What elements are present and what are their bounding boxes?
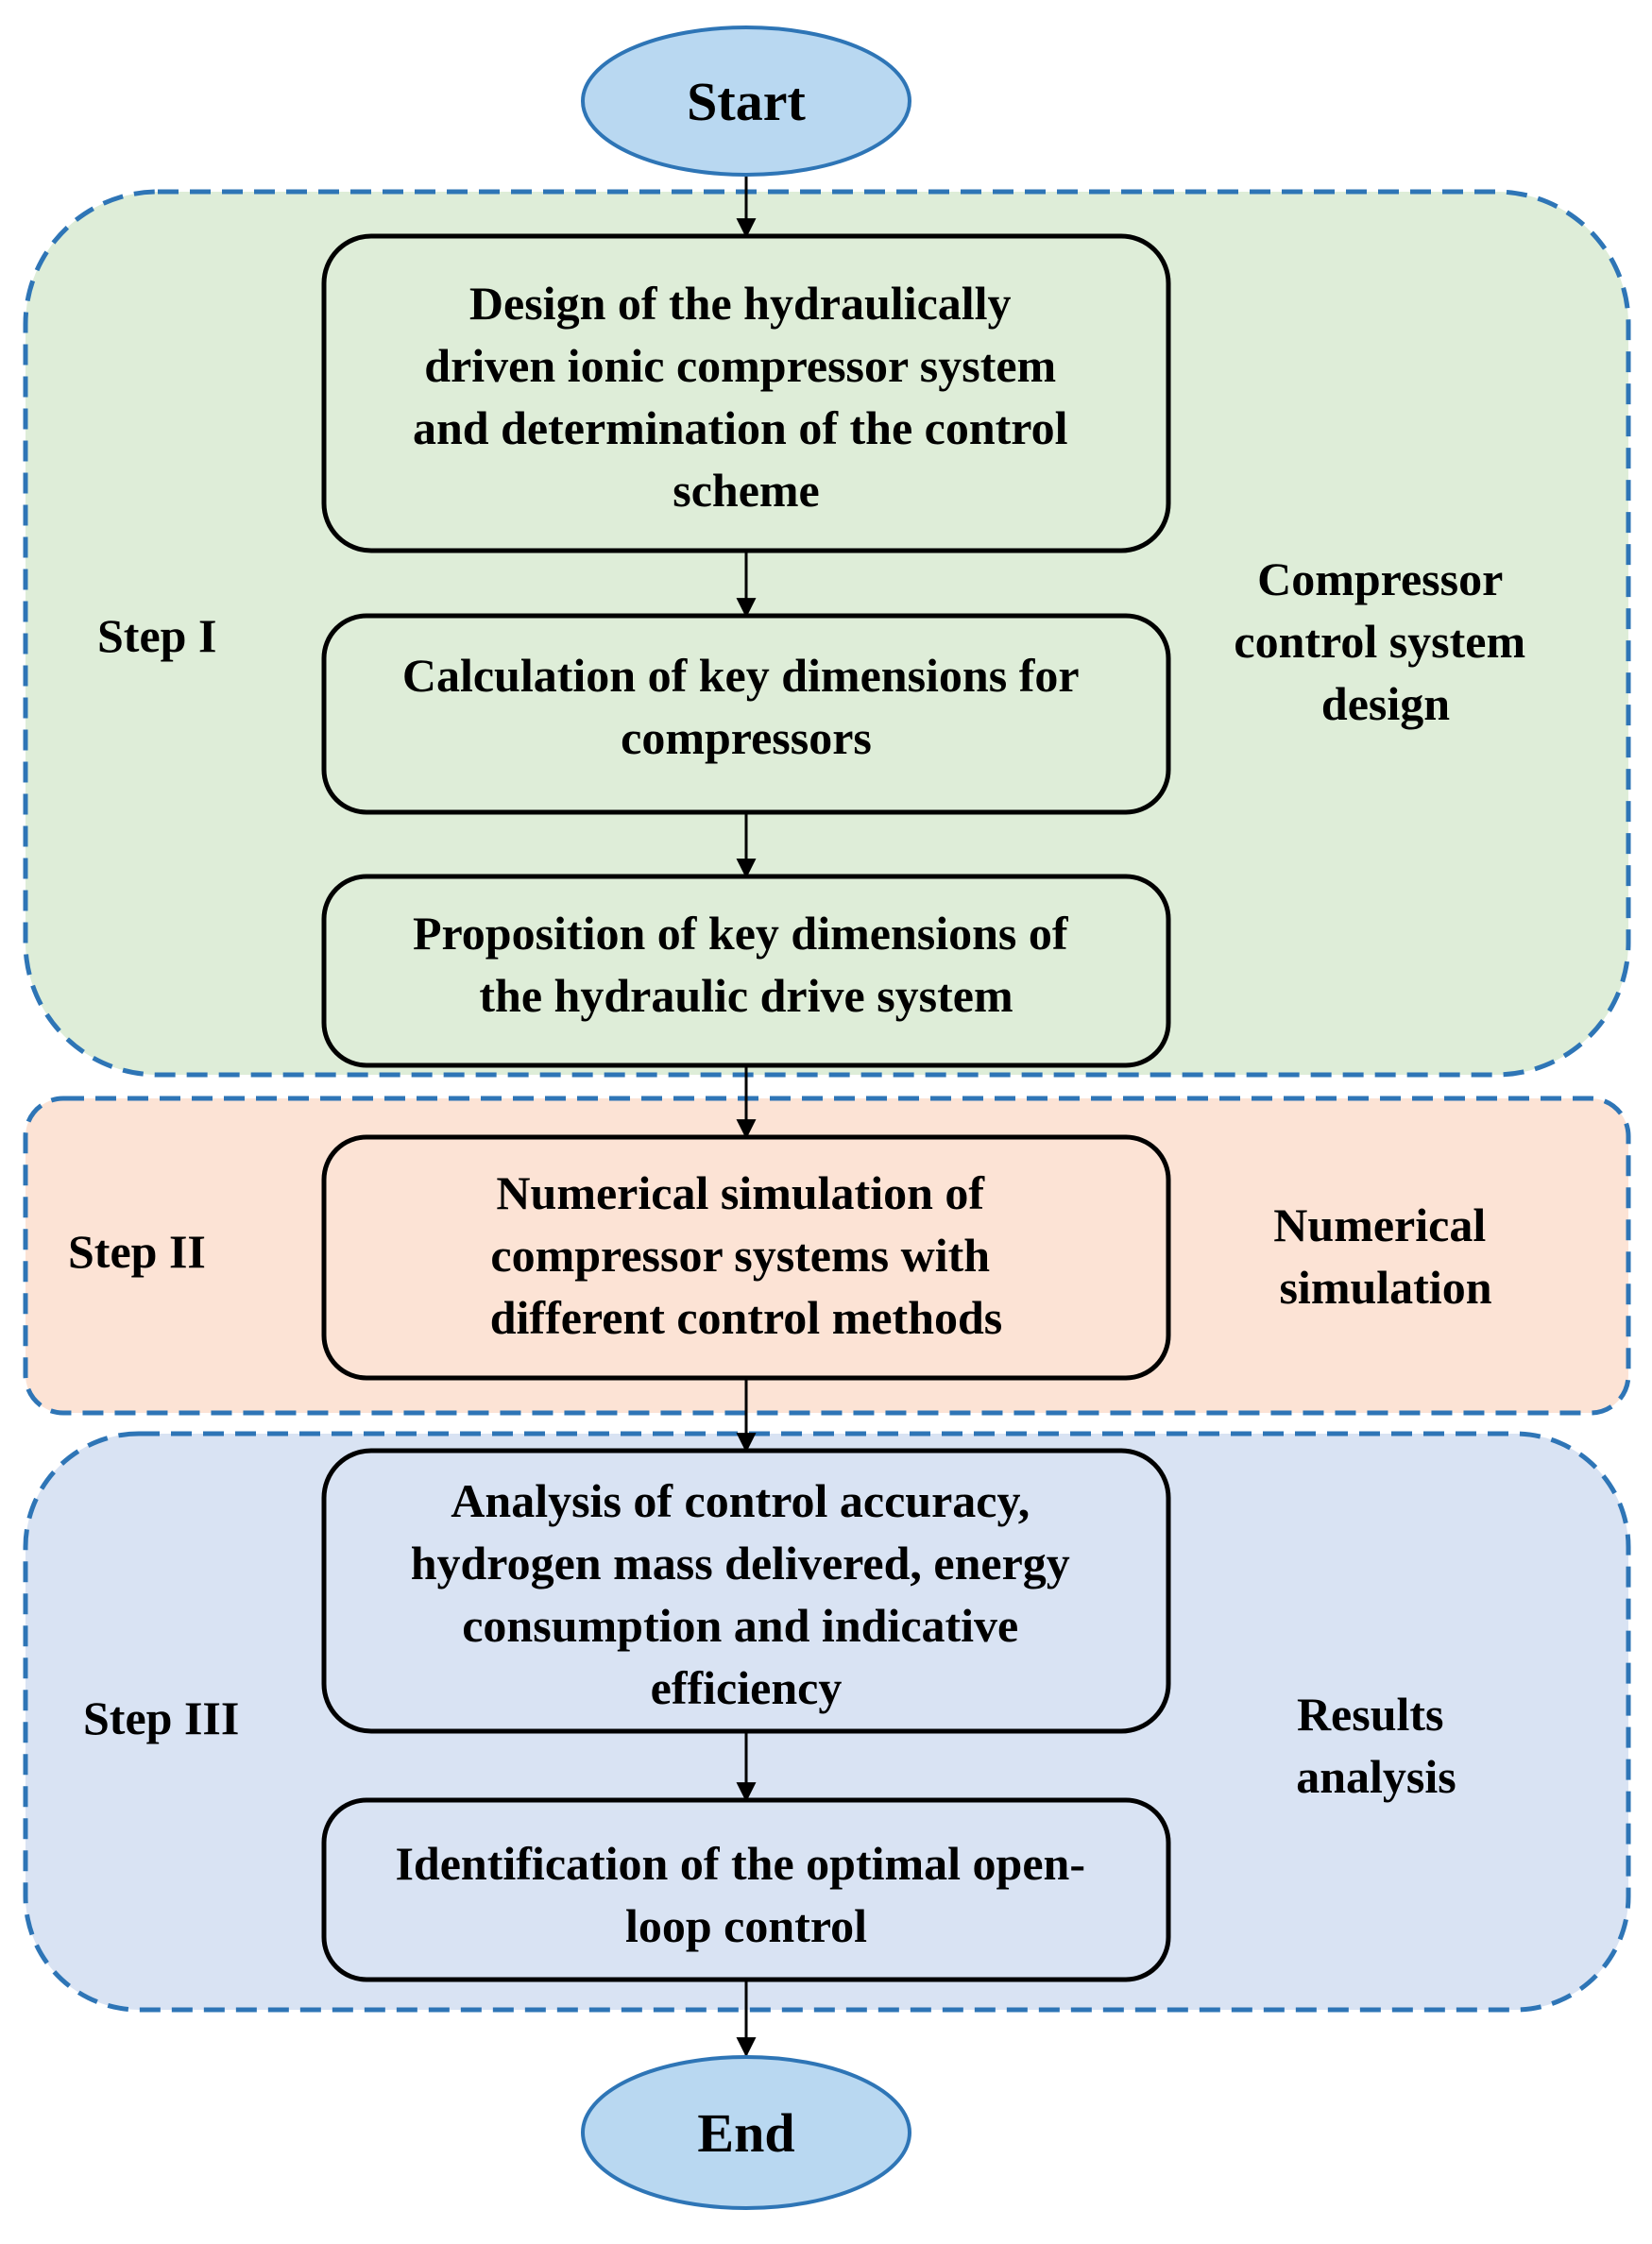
side-label-line: design xyxy=(1321,677,1450,730)
process-box-design: Design of the hydraulically driven ionic… xyxy=(321,233,1171,553)
side-label-line: Compressor xyxy=(1257,552,1503,605)
box-text-line: Numerical simulation of xyxy=(496,1166,985,1219)
box-text-line: Identification of the optimal open- xyxy=(395,1837,1085,1890)
process-box-identification-text: Identification of the optimal open- loop… xyxy=(395,1837,1097,1952)
box-text-line: compressor systems with xyxy=(490,1229,990,1282)
side-label-line: simulation xyxy=(1279,1261,1491,1314)
start-oval xyxy=(581,26,911,177)
stage-2-side-label: Numerical simulation xyxy=(1273,1198,1497,1314)
box-text-line: scheme xyxy=(673,464,820,517)
box-text-line: hydrogen mass delivered, energy xyxy=(411,1537,1070,1590)
process-box-design-rect xyxy=(321,233,1171,553)
start-terminal: Start xyxy=(581,26,911,177)
process-box-proposition-rect xyxy=(321,874,1171,1068)
end-oval xyxy=(581,2055,911,2210)
box-text-line: Proposition of key dimensions of xyxy=(413,907,1069,960)
end-terminal: End xyxy=(581,2055,911,2210)
side-label-line: Numerical xyxy=(1273,1198,1486,1251)
box-text-line: loop control xyxy=(625,1899,867,1952)
box-text-line: and determination of the control xyxy=(413,401,1068,454)
step-2-label: Step II xyxy=(68,1225,206,1278)
box-text-line: Calculation of key dimensions for xyxy=(402,649,1080,702)
process-box-calculation-rect xyxy=(321,613,1171,815)
box-text-line: Design of the hydraulically xyxy=(469,277,1012,330)
process-box-proposition: Proposition of key dimensions of the hyd… xyxy=(321,874,1171,1068)
process-box-simulation-rect xyxy=(321,1134,1171,1381)
process-box-analysis-rect xyxy=(321,1448,1171,1734)
process-box-calculation: Calculation of key dimensions for compre… xyxy=(321,613,1171,815)
side-label-line: Results xyxy=(1297,1688,1444,1741)
side-label-line: control system xyxy=(1234,615,1525,668)
box-text-line: driven ionic compressor system xyxy=(424,339,1056,392)
box-text-line: efficiency xyxy=(651,1661,843,1714)
process-box-identification: Identification of the optimal open- loop… xyxy=(321,1797,1171,1982)
box-text-line: different control methods xyxy=(490,1291,1003,1344)
process-box-identification-rect xyxy=(321,1797,1171,1982)
stage-3-side-label: Results analysis xyxy=(1296,1688,1456,1803)
step-1-label: Step I xyxy=(97,609,216,662)
process-box-proposition-text: Proposition of key dimensions of the hyd… xyxy=(413,907,1080,1022)
process-box-analysis-text: Analysis of control accuracy, hydrogen m… xyxy=(411,1474,1082,1714)
box-text-line: Analysis of control accuracy, xyxy=(451,1474,1030,1527)
step-3-label: Step III xyxy=(83,1692,239,1744)
box-text-line: compressors xyxy=(621,711,872,764)
side-label-line: analysis xyxy=(1296,1750,1456,1803)
box-text-line: the hydraulic drive system xyxy=(479,969,1013,1022)
start-label: Start xyxy=(687,71,806,132)
process-box-analysis: Analysis of control accuracy, hydrogen m… xyxy=(321,1448,1171,1734)
process-box-simulation: Numerical simulation of compressor syste… xyxy=(321,1134,1171,1381)
process-box-calculation-text: Calculation of key dimensions for compre… xyxy=(402,649,1090,764)
process-box-design-text: Design of the hydraulically driven ionic… xyxy=(413,277,1080,517)
end-label: End xyxy=(697,2102,794,2164)
stage-1-side-label: Compressor control system design xyxy=(1234,552,1537,730)
box-text-line: consumption and indicative xyxy=(462,1599,1018,1652)
process-box-simulation-text: Numerical simulation of compressor syste… xyxy=(490,1166,1003,1344)
